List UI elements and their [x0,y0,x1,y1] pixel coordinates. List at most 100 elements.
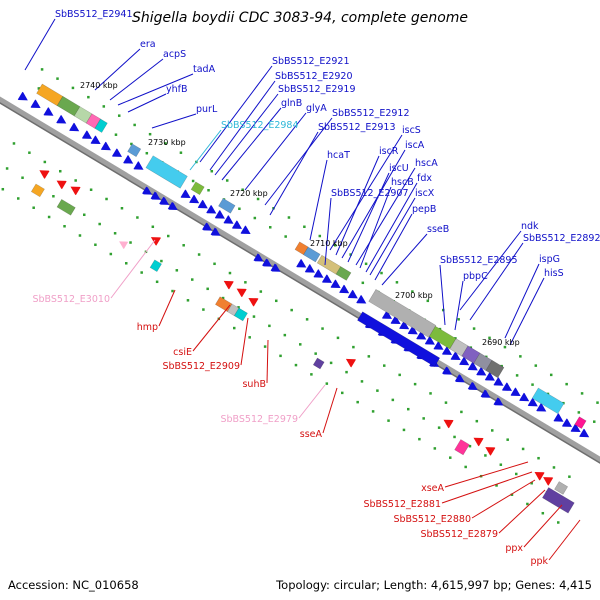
tick-dot [275,299,278,303]
forward-gene-arrow [69,122,80,132]
label-leader-line [151,113,197,129]
tick-dot [130,142,133,146]
tick-dot [580,392,584,395]
tick-dot [361,281,365,285]
tick-dot [71,86,75,90]
tick-dot [422,417,425,420]
forward-gene-arrow [510,387,521,397]
gene-box [190,181,205,196]
forward-gene-label: iscA [405,140,425,151]
reverse-gene-arrow [473,437,484,447]
label-leader-line [192,304,231,352]
kbp-tick-label: 2710 kbp [310,239,348,248]
forward-gene-arrow [262,258,272,267]
tick-dot [191,278,194,281]
forward-gene-label: SbBS512_E2892 [523,233,600,244]
tick-dot [238,207,241,211]
gene-box [56,198,76,216]
forward-gene-arrow [189,194,200,204]
gene-box [145,155,188,189]
tick-dot [314,352,317,355]
tick-dot [74,179,77,182]
label-leader-line [221,107,282,181]
tick-dot [398,373,401,377]
tick-dot [287,216,291,219]
label-leader-line [374,213,413,281]
forward-gene-arrow [356,295,367,304]
tick-dot [329,361,333,365]
forward-gene-label: iscS [402,125,421,136]
forward-gene-arrow [296,259,307,268]
tick-dot [140,271,143,274]
tick-dot [37,87,41,90]
tick-dot [503,345,507,349]
forward-gene-arrow [90,135,101,145]
tick-dot [98,222,101,226]
tick-dot [407,407,410,411]
tick-dot [303,225,306,229]
forward-gene-arrow [81,130,93,139]
backbone-bar [0,96,600,464]
forward-gene-arrow [484,372,495,381]
tick-dot [444,401,448,404]
tick-dot [510,493,514,496]
reverse-gene-label: SbBS512_E2979 [220,414,298,425]
label-leader-line [127,93,167,113]
forward-gene-arrow [493,397,504,406]
gene-box [316,254,342,275]
tick-dot [117,114,121,117]
tick-dot [175,269,179,272]
tick-dot [47,215,51,219]
tick-dot [464,465,467,469]
reverse-gene-label: SbBS512_E2880 [393,514,471,525]
forward-gene-arrow [123,155,134,164]
gene-box [542,487,575,514]
kbp-tick-label: 2720 kbp [230,189,268,198]
reverse-gene-arrow [39,170,50,179]
forward-gene-arrow [330,279,341,289]
label-leader-line [110,239,156,299]
forward-gene-label: SbBS512_E2984 [221,120,299,131]
tick-dot [345,370,348,374]
backbone-edge [0,102,600,464]
label-leader-line [441,471,533,504]
reverse-gene-arrow [443,419,454,429]
gene-box [233,307,248,322]
reverse-gene-arrow [70,186,81,196]
label-leader-line [117,73,194,106]
tick-dot [136,216,139,219]
forward-gene-arrow [159,196,170,205]
tick-dot [225,179,229,182]
reverse-gene-arrow [236,288,247,298]
gene-box [85,113,101,129]
tick-dot [102,105,106,108]
tick-dot [114,133,118,136]
tick-dot [468,444,472,448]
forward-gene-label: purL [196,104,218,115]
forward-gene-arrow [407,325,418,335]
gene-box [94,118,108,133]
reverse-gene-arrow [56,180,67,190]
reverse-gene-label: suhB [242,379,266,390]
forward-gene-arrow [399,320,410,330]
label-leader-line [341,149,406,259]
label-leader-line [381,233,428,286]
tick-dot [263,345,267,348]
forward-gene-arrow [133,161,144,170]
gene-box [227,303,240,317]
tick-dot [305,318,309,321]
forward-gene-arrow [441,346,453,355]
forward-gene-arrow [347,289,358,299]
forward-gene-label: glyA [306,103,327,114]
forward-gene-label: glnB [281,98,302,109]
forward-gene-arrow [561,418,573,427]
reverse-gene-label: xseA [421,483,444,494]
forward-gene-arrow [150,191,161,200]
tick-dot [151,225,155,229]
tick-dot [488,336,491,340]
tick-dot [63,225,66,228]
tick-dot [352,345,355,349]
label-leader-line [471,479,536,519]
tick-dot [568,475,571,478]
forward-gene-arrow [454,374,465,383]
